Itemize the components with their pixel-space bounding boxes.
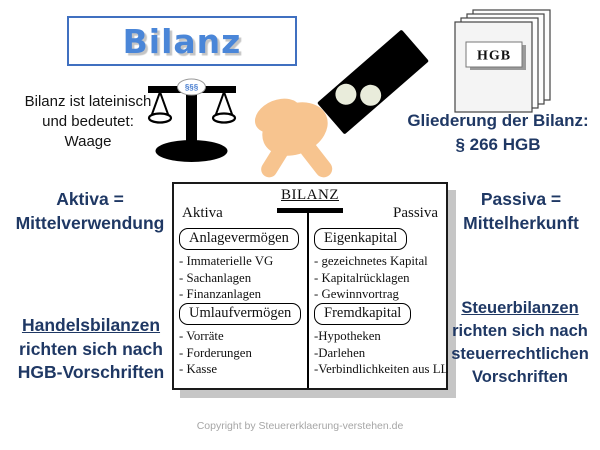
section-umlaufvermoegen: Umlaufvermögen - Vorräte - Forderungen -… (179, 303, 302, 378)
balance-table-title: BILANZ (281, 187, 339, 203)
section-box-label: Fremdkapital (314, 303, 412, 325)
steuerbilanz-line2: richten sich nach (452, 322, 588, 341)
section-box-label: Eigenkapital (314, 228, 408, 250)
list-item: - Forderungen (179, 345, 252, 360)
gliederung-line1: Gliederung der Bilanz: (407, 111, 589, 130)
section-box-label: Anlagevermögen (179, 228, 299, 250)
handelsbilanz-line2: richten sich nach (19, 338, 163, 359)
latin-note: Bilanz ist lateinisch und bedeutet: Waag… (12, 92, 164, 151)
aktiva-note: Aktiva = Mittelverwendung (0, 188, 180, 235)
copyright-text: Copyright by Steuererklaerung-verstehen.… (196, 420, 404, 432)
column-divider (307, 212, 309, 388)
latin-note-line2: und bedeutet: (42, 112, 134, 130)
balance-table: BILANZ Aktiva Passiva Anlagevermögen - I… (172, 182, 448, 390)
list-item: - Immaterielle VG (179, 254, 274, 268)
steuerbilanz-line3: steuerrechtlichen (451, 345, 589, 364)
page-title: Bilanz (122, 21, 242, 61)
aktiva-line2: Mittelverwendung (15, 212, 165, 233)
list-item: - Kapitalrücklagen (314, 270, 410, 285)
passiva-note: Passiva = Mittelherkunft (442, 188, 600, 235)
steuerbilanz-note: Steuerbilanzen richten sich nach steuerr… (440, 297, 600, 389)
list-item: -Verbindlichkeiten aus LL (314, 362, 449, 376)
steuerbilanz-line4: Vorschriften (472, 368, 568, 387)
list-item: - gezeichnetes Kapital (314, 254, 428, 268)
scale-paragraph-marks: §§§ (185, 83, 199, 92)
passiva-line1: Passiva = (480, 189, 562, 209)
balance-scale-icon: §§§ (147, 78, 237, 162)
list-item: - Kasse (179, 362, 218, 376)
list-item: - Vorräte (179, 329, 224, 343)
remote-button-icon (355, 80, 386, 111)
column-header-passiva: Passiva (393, 205, 438, 221)
handelsbilanz-line1: Handelsbilanzen (21, 315, 161, 335)
hgb-book-label: HGB (477, 49, 511, 64)
list-item: - Finanzanlagen (179, 287, 262, 301)
balance-table-bar (277, 208, 343, 213)
section-anlagevermoegen: Anlagevermögen - Immaterielle VG - Sacha… (179, 228, 299, 303)
section-box-label: Umlaufvermögen (179, 303, 302, 325)
list-item: - Sachanlagen (179, 270, 252, 285)
list-item: -Hypotheken (314, 329, 381, 343)
column-header-aktiva: Aktiva (182, 205, 223, 221)
handelsbilanz-line3: HGB-Vorschriften (17, 362, 165, 383)
hgb-book-icon: HGB (454, 9, 551, 113)
latin-note-line1: Bilanz ist lateinisch (24, 93, 152, 110)
gliederung-note: Gliederung der Bilanz: § 266 HGB (398, 109, 598, 157)
handelsbilanz-note: Handelsbilanzen richten sich nach HGB-Vo… (0, 314, 182, 385)
steuerbilanz-line1: Steuerbilanzen (461, 299, 579, 317)
passiva-line2: Mittelherkunft (463, 212, 579, 233)
list-item: - Gewinnvortrag (314, 287, 399, 301)
latin-note-line3: Waage (64, 132, 112, 150)
section-eigenkapital: Eigenkapital - gezeichnetes Kapital - Ka… (314, 228, 428, 303)
gliederung-line2: § 266 HGB (455, 134, 541, 154)
aktiva-line1: Aktiva = (56, 189, 124, 209)
title-box: Bilanz (67, 16, 297, 66)
list-item: -Darlehen (314, 345, 366, 360)
section-fremdkapital: Fremdkapital -Hypotheken -Darlehen -Verb… (314, 303, 448, 378)
pointing-hand-icon (254, 98, 333, 178)
